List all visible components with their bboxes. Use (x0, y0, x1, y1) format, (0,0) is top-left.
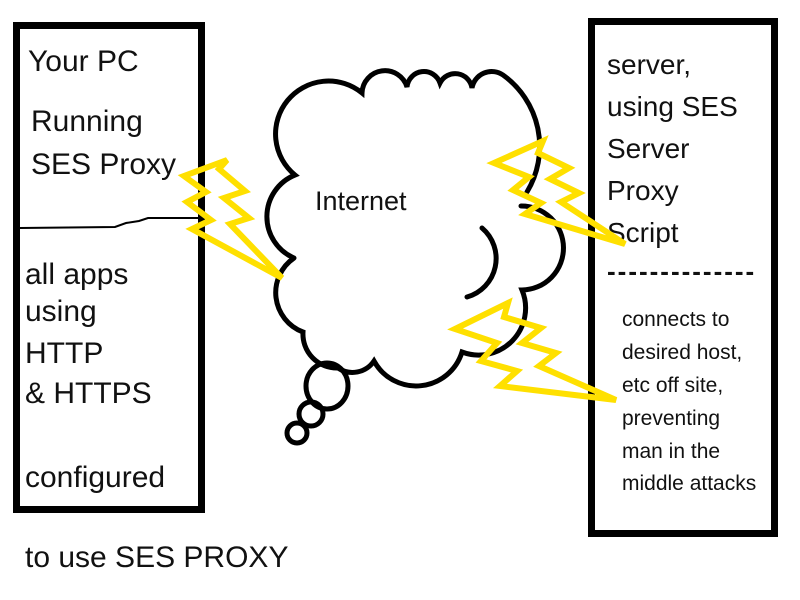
right-box-note-5: man in the (622, 440, 721, 463)
right-box-note-4: preventing (622, 407, 721, 430)
left-box-line-all-apps: all apps (25, 258, 129, 291)
left-box-line-configured: configured (25, 461, 166, 494)
right-box-line-using-ses: using SES (607, 91, 738, 122)
left-box-line-http: HTTP (25, 337, 104, 370)
right-box-line-script: Script (607, 217, 679, 248)
cloud-tail-bubble-medium (296, 399, 326, 429)
caption-to-use-ses-proxy: to use SES PROXY (25, 541, 289, 574)
right-box-line-server2: Server (607, 133, 690, 164)
internet-label: Internet (315, 186, 407, 216)
right-box-note-3: etc off site, (622, 374, 724, 397)
left-box-title: Your PC (28, 45, 139, 78)
right-box-note-6: middle attacks (622, 472, 757, 495)
left-box-line-https: & HTTPS (25, 377, 152, 410)
right-box-line-server: server, (607, 49, 692, 80)
cloud-tail-bubble-large (303, 360, 351, 412)
left-box-line-using: using (25, 295, 97, 328)
left-box-line-ses-proxy: SES Proxy (31, 148, 177, 181)
internet-cloud-icon (264, 68, 566, 389)
right-box-note-2: desired host, (622, 341, 743, 364)
your-pc-box: Your PC Running SES Proxy all apps using… (13, 22, 205, 513)
left-box-line-running: Running (31, 105, 143, 138)
right-box-note-1: connects to (622, 308, 730, 331)
right-box-line-proxy: Proxy (607, 175, 679, 206)
server-box: server, using SES Server Proxy Script --… (588, 18, 778, 537)
cloud-tail-bubble-small (284, 420, 310, 446)
right-box-divider: -------------- (607, 256, 757, 286)
